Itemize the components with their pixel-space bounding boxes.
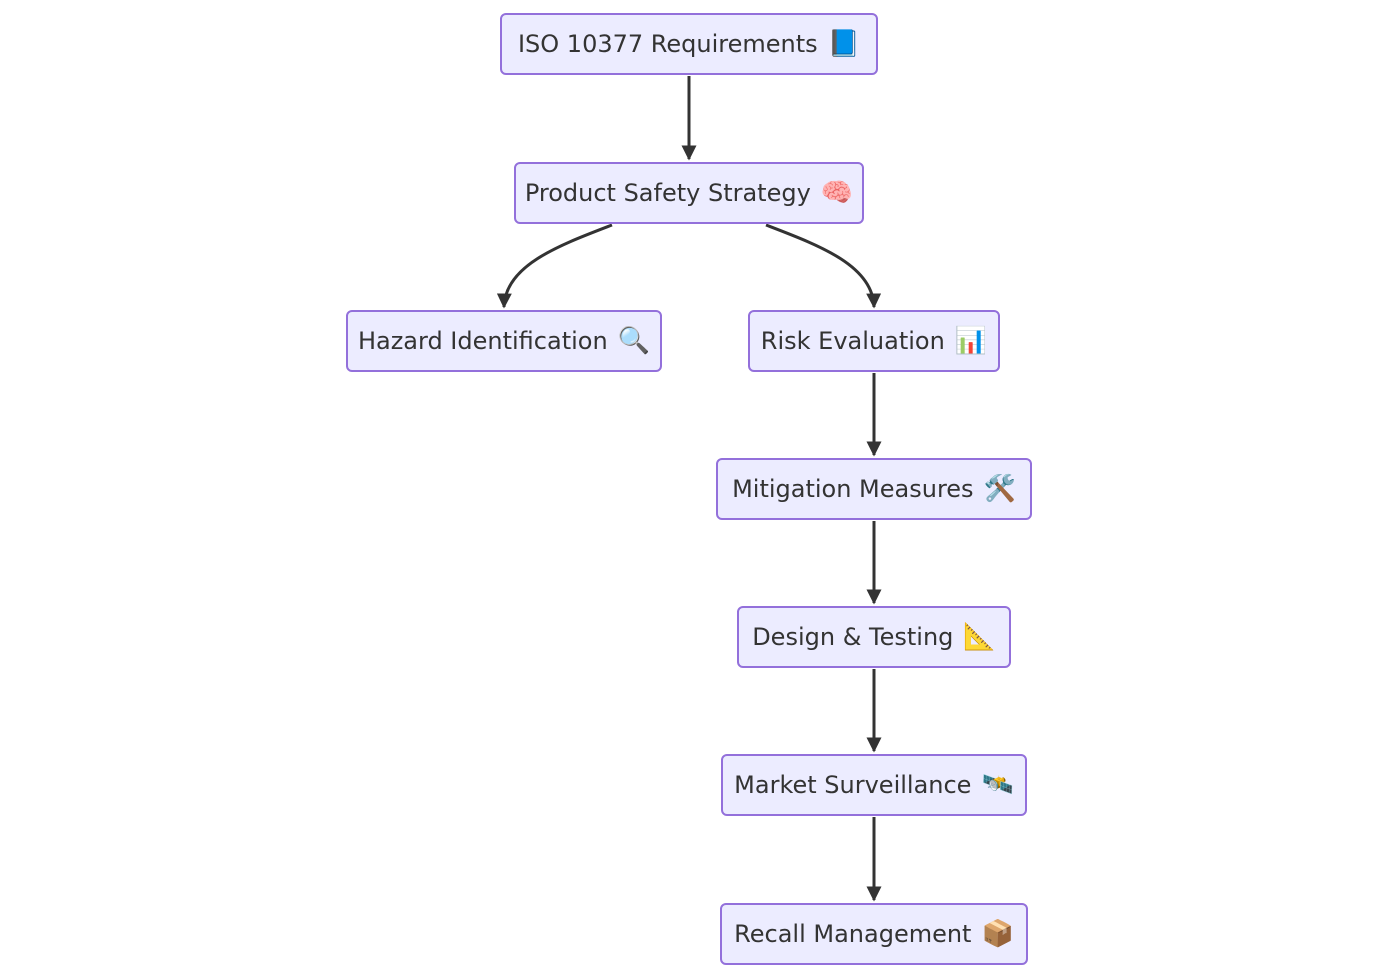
blue-book-icon: 📘 [827,29,861,59]
node-hazard-identification[interactable]: Hazard Identification 🔍 [346,310,662,372]
node-label: Mitigation Measures [732,475,974,503]
package-icon: 📦 [981,919,1014,949]
node-design-and-testing[interactable]: Design & Testing 📐 [737,606,1011,668]
edge-strategy-to-risk [765,223,882,309]
node-mitigation-measures[interactable]: Mitigation Measures 🛠️ [716,458,1032,520]
node-iso-10377-requirements[interactable]: ISO 10377 Requirements 📘 [500,13,878,75]
magnifying-glass-icon: 🔍 [617,326,651,356]
node-label: Risk Evaluation [760,327,945,355]
triangular-ruler-icon: 📐 [963,622,996,652]
node-label: ISO 10377 Requirements [517,30,818,58]
node-label: Market Surveillance [734,771,972,799]
hammer-wrench-icon: 🛠️ [983,474,1016,504]
brain-icon: 🧠 [820,178,854,208]
node-market-surveillance[interactable]: Market Surveillance 🛰️ [721,754,1027,816]
edge-strategy-to-hazard [496,223,613,309]
bar-chart-icon: 📊 [954,326,988,356]
node-label: Design & Testing [752,623,954,651]
node-risk-evaluation[interactable]: Risk Evaluation 📊 [748,310,1000,372]
node-label: Hazard Identification [357,327,608,355]
node-product-safety-strategy[interactable]: Product Safety Strategy 🧠 [514,162,864,224]
node-label: Product Safety Strategy [524,179,811,207]
node-label: Recall Management [734,920,972,948]
node-recall-management[interactable]: Recall Management 📦 [720,903,1028,965]
satellite-icon: 🛰️ [981,770,1014,800]
